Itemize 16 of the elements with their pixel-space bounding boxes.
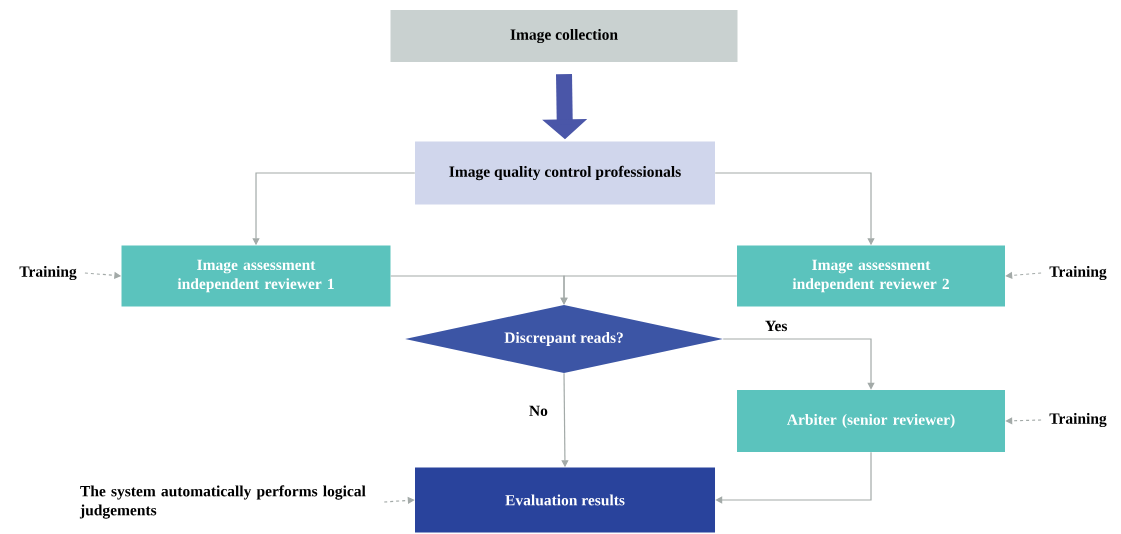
process-box: Arbiter (senior reviewer) xyxy=(737,390,1005,452)
side-label: Training xyxy=(1049,412,1107,428)
process-box: Image assessment independent reviewer 2 xyxy=(737,245,1005,307)
process-box: Image collection xyxy=(390,10,738,62)
process-box: Image quality control professionals xyxy=(415,141,715,205)
arrow xyxy=(1005,417,1042,425)
side-label: Training xyxy=(1049,265,1107,281)
edge-label: No xyxy=(527,404,549,417)
side-note: The system automatically performs logical judgements xyxy=(79,485,366,519)
side-label: Training xyxy=(19,265,77,281)
result-box: Evaluation results xyxy=(415,467,715,533)
arrow xyxy=(715,451,872,504)
edge-label: Yes xyxy=(764,319,789,333)
arrow xyxy=(722,338,875,390)
arrow xyxy=(560,275,738,305)
process-box: Image assessment independent reviewer 1 xyxy=(121,245,391,307)
